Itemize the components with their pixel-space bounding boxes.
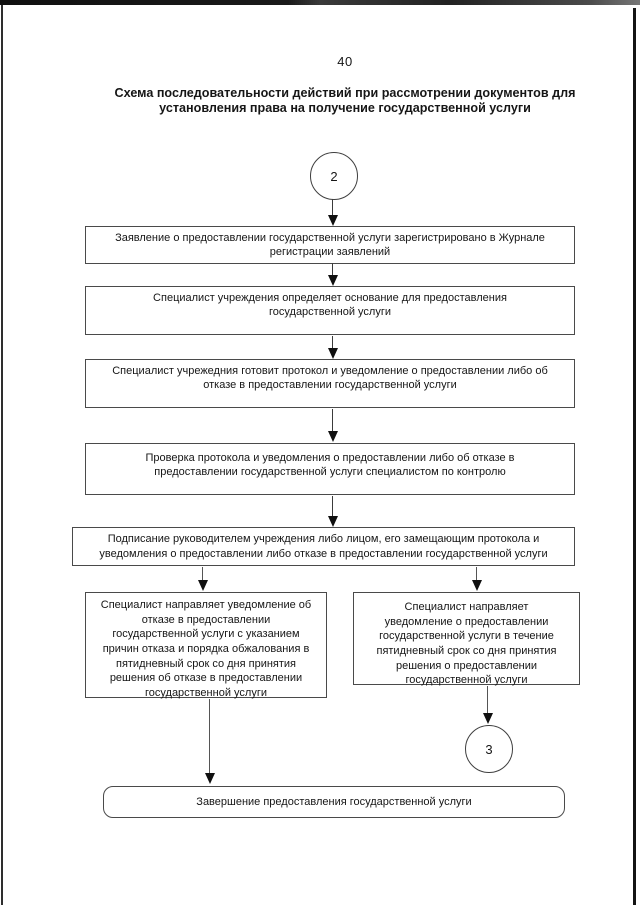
arrow-line (332, 199, 333, 216)
arrow-line (332, 496, 333, 517)
connector-circle-3: 3 (465, 725, 513, 773)
flow-box-text: Подписание руководителем учреждения либо… (99, 533, 548, 560)
diagram-title-line2: установления права на получение государс… (159, 101, 531, 116)
connector-circle-2: 2 (310, 152, 358, 200)
arrow-line (332, 263, 333, 276)
page-number: 40 (337, 54, 353, 69)
arrow-line (202, 567, 203, 581)
flow-box-text: Проверка протокола и уведомления о предо… (145, 452, 515, 479)
flow-terminator-service-completion: Завершение предоставления государственно… (103, 786, 565, 818)
flow-box-text: Специалист направляет уведомление о пред… (376, 601, 557, 687)
arrow-head-icon (328, 431, 338, 442)
arrow-head-icon (205, 773, 215, 784)
flow-box-signing-by-head: Подписание руководителем учреждения либо… (72, 527, 575, 566)
connector-circle-2-label: 2 (330, 168, 338, 184)
arrow-line (332, 336, 333, 349)
diagram-title: Схема последовательности действий при ра… (50, 86, 640, 117)
arrow-head-icon (472, 580, 482, 591)
flow-box-text: Заявление о предоставлении государственн… (115, 231, 545, 258)
flow-box-specialist-prepares-protocol: Специалист учрежедния готовит протокол и… (85, 359, 575, 408)
arrow-line (209, 699, 210, 774)
arrow-line (332, 409, 333, 432)
diagram-title-line1: Схема последовательности действий при ра… (114, 86, 576, 100)
flow-box-text: Завершение предоставления государственно… (196, 796, 472, 808)
arrow-line (476, 567, 477, 581)
flow-box-text: Специалист учрежедния готовит протокол и… (112, 365, 548, 392)
scan-edge-top (0, 0, 640, 5)
arrow-head-icon (198, 580, 208, 591)
flow-box-text: Специалист учреждения определяет основан… (153, 292, 507, 319)
flow-box-protocol-check: Проверка протокола и уведомления о предо… (85, 443, 575, 495)
connector-circle-3-label: 3 (485, 741, 493, 757)
flow-box-grant-notification: Специалист направляет уведомление о пред… (353, 592, 580, 687)
scan-edge-right (633, 8, 636, 905)
flow-box-specialist-determines-basis: Специалист учреждения определяет основан… (85, 286, 575, 335)
scan-edge-left (1, 5, 3, 905)
flow-box-application-registered: Заявление о предоставлении государственн… (85, 226, 575, 264)
arrow-head-icon (483, 713, 493, 724)
arrow-head-icon (328, 348, 338, 359)
arrow-head-icon (328, 275, 338, 286)
flow-box-text: Специалист направляет уведомление об отк… (100, 599, 312, 699)
arrow-head-icon (328, 516, 338, 527)
arrow-line (487, 686, 488, 714)
flow-box-refusal-notification: Специалист направляет уведомление об отк… (85, 592, 327, 699)
arrow-head-icon (328, 215, 338, 226)
